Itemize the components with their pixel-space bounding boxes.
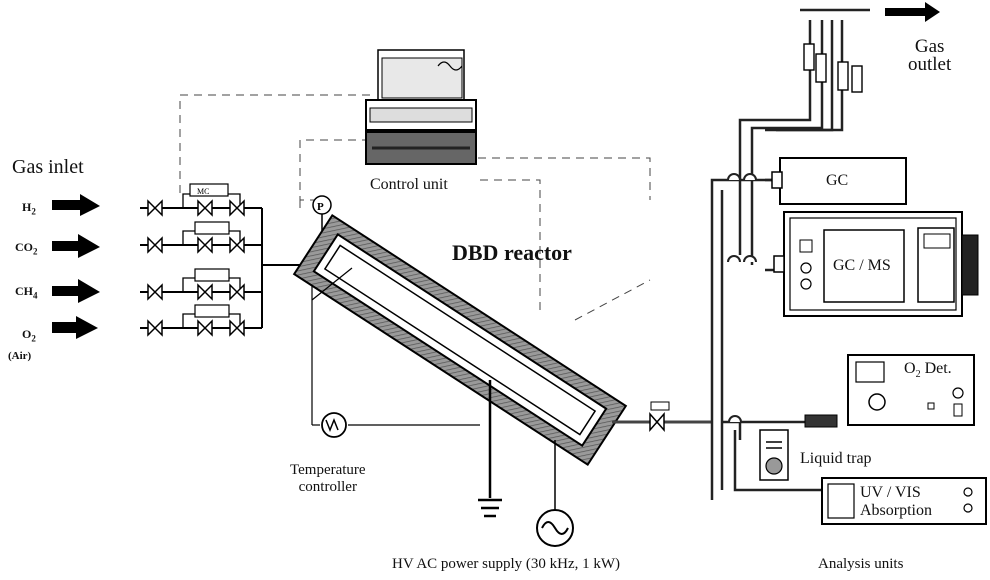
pressure-label: P [317,201,324,213]
liquid-trap-label: Liquid trap [800,450,872,468]
reactor-title: DBD reactor [452,240,572,266]
gas-air-note: (Air) [8,350,31,362]
gc-port [772,172,782,188]
control-unit [366,50,476,164]
o2-detector-filter [805,415,837,427]
gas-ch4-label: CH4 [15,284,38,300]
gas-inlet-label: Gas inlet [12,156,84,179]
gc-label: GC [826,172,848,190]
uv-vis-label: UV / VIS Absorption [860,484,932,520]
gas-h2-label: H2 [22,200,36,216]
gas-o2-label: O2 [22,327,36,343]
temperature-controller-icon [322,413,346,437]
mfc-label: MC [197,187,209,196]
o2-detector-label: O2 Det. [904,360,952,380]
gas-inlet-arrows [52,194,100,339]
gas-co2-label: CO2 [15,240,38,256]
power-supply-icon [537,440,573,546]
analysis-units-label: Analysis units [818,556,903,573]
liquid-trap [760,430,788,480]
gcms-label: GC / MS [833,257,891,275]
gas-outlet-label: Gas outlet [908,38,951,74]
power-supply-label: HV AC power supply (30 kHz, 1 kW) [392,556,620,573]
outlet-line [612,402,712,430]
temperature-controller-label: Temperature controller [290,462,366,496]
control-unit-label: Control unit [370,176,448,194]
outlet-arrow [885,2,940,22]
